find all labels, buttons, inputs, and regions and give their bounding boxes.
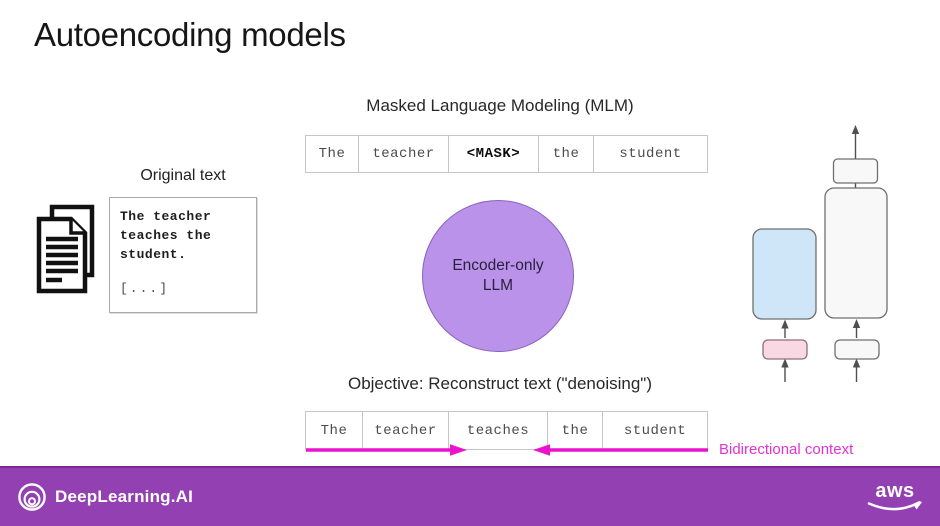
token-cell: student [619,146,682,162]
encoder-llm-label: Encoder-only [452,256,544,274]
original-text-line: teaches the [120,228,212,243]
aws-logo: aws [866,481,924,514]
token-cell: The [306,136,359,172]
token-cell-mask: <MASK> [449,136,539,172]
masked-token-row: The teacher <MASK> the student [305,135,708,173]
original-text-label: Original text [140,167,226,184]
deeplearning-brand: DeepLearning.AI [17,482,193,512]
original-text-box: The teacher teaches the student. [...] [109,197,257,313]
aws-logo-label: aws [875,479,915,502]
original-text-line: student. [120,247,187,262]
token-cell: student [623,422,687,439]
document-icon [36,204,95,294]
bidirectional-context-label: Bidirectional context [719,441,854,458]
mlm-heading: Masked Language Modeling (MLM) [366,96,634,115]
encoder-embedding-box [762,339,808,360]
footer-bar: DeepLearning.AI aws [0,466,940,526]
original-text-line: The teacher [120,209,212,224]
token-cell: the [539,136,594,172]
decoder-stack-box [824,187,888,319]
deeplearning-brand-label: DeepLearning.AI [55,487,194,506]
original-text-ellipsis: [...] [120,281,170,296]
token-cell: teacher [359,136,449,172]
token-cell: The [306,412,363,449]
token-cell: the [548,412,603,449]
bidirectional-arrows [306,444,708,456]
output-head-box [832,158,879,184]
page-title: Autoencoding models [34,16,346,53]
encoder-llm-circle: Encoder-only LLM [422,200,574,352]
deeplearning-logo-icon [18,483,46,511]
reconstructed-token-row: The teacher teaches the student [305,411,708,450]
aws-smile-icon [867,500,922,510]
encoder-architecture-diagram [752,125,888,382]
encoder-llm-label: LLM [482,277,514,294]
token-cell: teaches [449,412,548,449]
encoder-stack-box [752,228,817,320]
decoder-embedding-box [834,339,880,360]
token-cell: teacher [363,412,449,449]
objective-heading: Objective: Reconstruct text ("denoising"… [347,374,653,393]
